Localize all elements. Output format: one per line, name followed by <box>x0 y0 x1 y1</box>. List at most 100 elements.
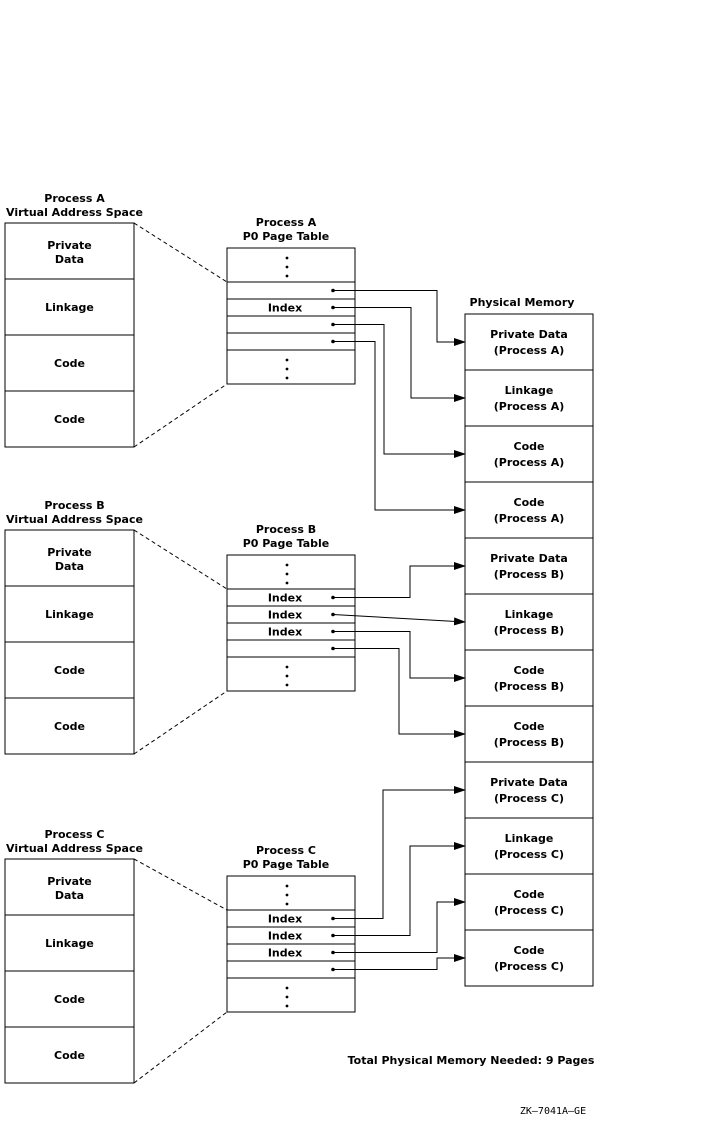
process-c-vas-page-4-label: Code <box>54 1049 85 1062</box>
process-c-table-ellipsis-top-dot <box>285 884 289 888</box>
process-c-table-entry-2-label: Index <box>268 930 302 943</box>
physical-frame-3-label: Code <box>514 440 545 453</box>
process-a-vas-page-2-label: Linkage <box>45 301 94 314</box>
process-b-table-title: Process B <box>256 523 316 536</box>
process-b-mapping-line-top <box>133 529 228 590</box>
process-c-table-ellipsis-top-dot <box>285 902 289 906</box>
process-b-table-ellipsis-top-dot <box>285 581 289 585</box>
process-c-table-entry-3-label: Index <box>268 947 302 960</box>
process-b-title: Process B <box>44 499 104 512</box>
process-a-title: Process A <box>44 192 105 205</box>
process-b-table-ellipsis-bottom-dot <box>285 665 289 669</box>
process-b-table-subtitle: P0 Page Table <box>243 537 330 550</box>
process-a-entry-2-arrow <box>333 307 466 402</box>
process-b-entry-4-arrow <box>333 648 466 738</box>
process-c-entry-3-arrow <box>333 898 466 953</box>
process-a-table-entry-2-label: Index <box>268 302 302 315</box>
process-b-vas-page-1-label: Private <box>47 546 92 559</box>
physical-frame-8-label: Code <box>514 720 545 733</box>
physical-frame-10-label: Linkage <box>505 832 554 845</box>
process-c-title: Process C <box>44 828 104 841</box>
physical-frame-4 <box>464 481 594 539</box>
physical-frame-1-owner: (Process A) <box>494 344 565 357</box>
physical-frame-4-label: Code <box>514 496 545 509</box>
physical-frame-11-label: Code <box>514 888 545 901</box>
process-a-vas-page-1-label-2: Data <box>55 253 84 266</box>
physical-frame-12 <box>464 929 594 987</box>
process-c-table-entry-1-label: Index <box>268 913 302 926</box>
physical-frame-7-label: Code <box>514 664 545 677</box>
physical-frame-3 <box>464 425 594 483</box>
physical-frame-1-label: Private Data <box>490 328 568 341</box>
process-c-vas-page-3-label: Code <box>54 993 85 1006</box>
process-b-table-ellipsis-top-dot <box>285 572 289 576</box>
physical-frame-7-owner: (Process B) <box>494 680 564 693</box>
process-c-mapping-line-top <box>133 858 228 911</box>
process-c-entry-2-arrow <box>333 842 466 936</box>
physical-frame-9 <box>464 761 594 819</box>
process-b-entry-1-arrow <box>333 562 466 598</box>
process-b-mapping-line-bottom <box>133 690 228 755</box>
physical-frame-11-owner: (Process C) <box>494 904 564 917</box>
physical-frame-6-owner: (Process B) <box>494 624 564 637</box>
physical-frame-2 <box>464 369 594 427</box>
process-a-mapping-line-bottom <box>133 383 228 448</box>
process-a-entry-4-arrow <box>333 341 466 514</box>
physical-frame-10-owner: (Process C) <box>494 848 564 861</box>
process-c-table-ellipsis-bottom-dot <box>285 1004 289 1008</box>
process-a-table-title: Process A <box>256 216 317 229</box>
physical-frame-4-owner: (Process A) <box>494 512 565 525</box>
process-b-table-entry-2-label: Index <box>268 609 302 622</box>
physical-frame-5-label: Private Data <box>490 552 568 565</box>
process-b-vas-page-4-label: Code <box>54 720 85 733</box>
process-a-entry-1-arrow <box>333 290 466 346</box>
physical-frame-3-owner: (Process A) <box>494 456 565 469</box>
process-b-table-ellipsis-top-dot <box>285 563 289 567</box>
physical-frame-9-label: Private Data <box>490 776 568 789</box>
process-c-vas-page-2-label: Linkage <box>45 937 94 950</box>
physical-frame-2-label: Linkage <box>505 384 554 397</box>
process-c-table-title: Process C <box>256 844 316 857</box>
process-a-table-ellipsis-top-dot <box>285 265 289 269</box>
process-a-vas-title: Virtual Address Space <box>6 206 143 219</box>
physical-frame-2-owner: (Process A) <box>494 400 565 413</box>
process-a-entry-3-arrow <box>333 324 466 458</box>
process-b-vas-page-4 <box>4 697 135 755</box>
process-b-entry-2-arrow <box>332 614 466 626</box>
process-c-entry-1-arrow <box>333 786 466 919</box>
physical-frame-11 <box>464 873 594 931</box>
physical-frame-7 <box>464 649 594 707</box>
process-c-vas-page-1-label-2: Data <box>55 889 84 902</box>
process-a-table-ellipsis-bottom-dot <box>285 376 289 380</box>
physical-frame-12-label: Code <box>514 944 545 957</box>
physical-frame-8-owner: (Process B) <box>494 736 564 749</box>
process-b-table-entry-1-label: Index <box>268 592 302 605</box>
process-b-vas-page-2-label: Linkage <box>45 608 94 621</box>
physical-frame-1 <box>464 313 594 371</box>
process-b-table-entry-3-label: Index <box>268 626 302 639</box>
figure-id: ZK–7041A–GE <box>520 1106 586 1117</box>
process-c-table-ellipsis-top-dot <box>285 893 289 897</box>
process-c-vas-title: Virtual Address Space <box>6 842 143 855</box>
process-a-mapping-line-top <box>133 222 228 283</box>
process-a-table-ellipsis-bottom-dot <box>285 367 289 371</box>
physical-frame-12-owner: (Process C) <box>494 960 564 973</box>
process-b-table-ellipsis-bottom-dot <box>285 674 289 678</box>
process-c-table-ellipsis-bottom-dot <box>285 986 289 990</box>
physical-frame-6-label: Linkage <box>505 608 554 621</box>
process-a-vas-page-3-label: Code <box>54 357 85 370</box>
process-c-vas-page-4 <box>4 1026 135 1084</box>
process-c-entry-4-arrow <box>333 954 466 970</box>
physical-frame-9-owner: (Process C) <box>494 792 564 805</box>
process-a-vas-page-4-label: Code <box>54 413 85 426</box>
physical-frame-6 <box>464 593 594 651</box>
process-a-table-ellipsis-bottom-dot <box>285 358 289 362</box>
process-a-table-subtitle: P0 Page Table <box>243 230 330 243</box>
physical-frame-8 <box>464 705 594 763</box>
process-c-table-subtitle: P0 Page Table <box>243 858 330 871</box>
total-memory-note: Total Physical Memory Needed: 9 Pages <box>348 1054 595 1067</box>
process-a-table-ellipsis-top-dot <box>285 256 289 260</box>
process-a-table-ellipsis-top-dot <box>285 274 289 278</box>
physical-frame-5-owner: (Process B) <box>494 568 564 581</box>
process-c-table-ellipsis-bottom-dot <box>285 995 289 999</box>
